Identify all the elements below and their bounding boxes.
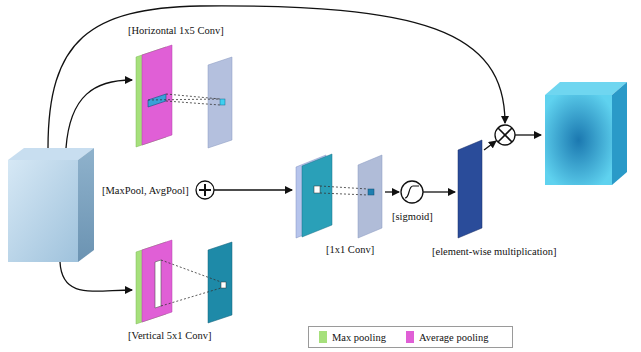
flow-arrow bbox=[214, 189, 292, 190]
horizontal-branch bbox=[136, 45, 232, 148]
legend-text: Average pooling bbox=[419, 332, 489, 343]
conv-1x1 bbox=[296, 154, 382, 238]
sigmoid-symbol bbox=[401, 181, 423, 203]
annotation-label: [MaxPool, AvgPool] bbox=[102, 184, 189, 197]
legend-item: Average pooling bbox=[406, 331, 489, 343]
annotation-label: [Horizontal 1x5 Conv] bbox=[128, 24, 224, 37]
output-feature-cube bbox=[545, 82, 627, 185]
legend-item: Max pooling bbox=[319, 331, 386, 343]
input-feature-cube bbox=[8, 148, 94, 262]
annotation-label: [1x1 Conv] bbox=[326, 243, 374, 256]
annotation-label: [sigmoid] bbox=[392, 210, 433, 223]
legend-swatch bbox=[319, 331, 327, 343]
legend-text: Max pooling bbox=[332, 332, 386, 343]
vertical-branch bbox=[136, 240, 232, 324]
flow-arrow bbox=[515, 134, 541, 135]
skip-arrow bbox=[48, 6, 505, 148]
annotation-label: [Vertical 5x1 Conv] bbox=[128, 329, 211, 342]
flow-arrow bbox=[423, 191, 455, 192]
legend-box: Max pooling Average pooling bbox=[308, 326, 513, 348]
add-symbol bbox=[196, 181, 214, 199]
multiply-symbol bbox=[495, 125, 515, 145]
flow-arrow bbox=[484, 141, 496, 150]
annotation-label: [element-wise multiplication] bbox=[432, 245, 557, 258]
attention-map bbox=[458, 140, 482, 238]
branch-arrow bbox=[60, 262, 132, 291]
flow-arrow bbox=[385, 191, 399, 192]
branch-arrow bbox=[66, 80, 132, 148]
legend-swatch bbox=[406, 331, 414, 343]
